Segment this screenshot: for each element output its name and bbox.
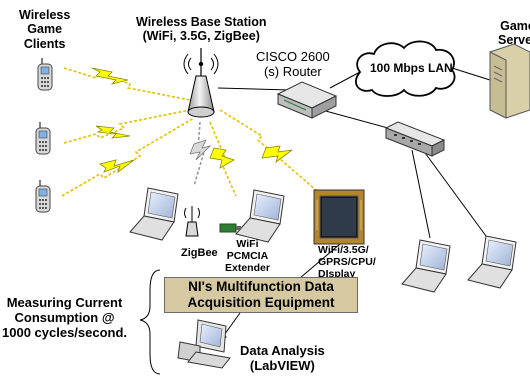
bolt-zigbee bbox=[189, 139, 212, 161]
zigbee-label: ZigBee bbox=[181, 247, 218, 259]
measurement-brace bbox=[139, 269, 161, 375]
signal-wifi-gprs bbox=[219, 109, 317, 191]
measuring-label: Measuring Current Consumption @ 1000 cyc… bbox=[2, 295, 128, 340]
lan-label: 100 Mbps LAN bbox=[370, 61, 453, 75]
laptop-lan-right bbox=[467, 235, 517, 289]
link-base-router bbox=[217, 87, 291, 91]
wifi-gprs-label: WiFi/3.5G/ GPRS/CPU/ DIsplay bbox=[318, 244, 376, 281]
signal-client-top bbox=[63, 67, 191, 101]
signal-client-bottom bbox=[61, 117, 195, 197]
game-server-label: Game Server bbox=[498, 19, 530, 48]
laptop-zigbee bbox=[129, 187, 179, 241]
clients-label: Wireless Game Clients bbox=[19, 8, 71, 51]
phone-bottom bbox=[35, 180, 51, 213]
zigbee-antenna-icon bbox=[184, 206, 200, 237]
device-board-image bbox=[313, 189, 365, 245]
laptop-lan-left bbox=[401, 239, 451, 293]
phone-middle bbox=[35, 122, 51, 155]
laptop-pcmcia bbox=[235, 189, 285, 243]
router-label: CISCO 2600 (s) Router bbox=[256, 49, 330, 79]
link-router-lan bbox=[329, 71, 361, 89]
bolt-middle bbox=[95, 125, 131, 139]
analysis-label: Data Analysis (LabVIEW) bbox=[240, 343, 325, 373]
link-router-switch bbox=[321, 109, 389, 129]
lightning-bolts bbox=[91, 67, 293, 174]
switch-icon bbox=[384, 121, 446, 157]
lan-cloud-icon bbox=[355, 40, 456, 97]
bolt-gprs bbox=[261, 145, 293, 164]
daq-label: NI's Multifunction Data Acquisition Equi… bbox=[187, 279, 335, 310]
router-icon bbox=[276, 81, 338, 119]
bolt-pcmcia bbox=[209, 147, 235, 169]
bolt-bottom bbox=[99, 159, 135, 174]
network-links bbox=[217, 67, 491, 343]
phone-top bbox=[37, 58, 53, 91]
link-switch-laptop-right bbox=[419, 145, 487, 237]
signal-client-middle bbox=[63, 109, 191, 144]
wifi-pcmcia-label: WiFi PCMCIA Extender bbox=[225, 238, 270, 275]
signal-wifi-pcmcia bbox=[209, 121, 237, 197]
link-device-daq bbox=[299, 243, 341, 279]
desktop-pc-icon bbox=[177, 319, 231, 369]
base-station-tower bbox=[183, 48, 219, 118]
game-server-icon bbox=[489, 43, 530, 119]
pcmcia-card-icon bbox=[219, 223, 241, 233]
link-lan-server bbox=[451, 67, 491, 81]
link-switch-laptop-left bbox=[411, 149, 431, 239]
daq-equipment-box: NI's Multifunction Data Acquisition Equi… bbox=[164, 277, 358, 313]
bolt-top bbox=[91, 67, 129, 85]
base-station-label: Wireless Base Station (WiFi, 3.5G, ZigBe… bbox=[136, 15, 267, 44]
